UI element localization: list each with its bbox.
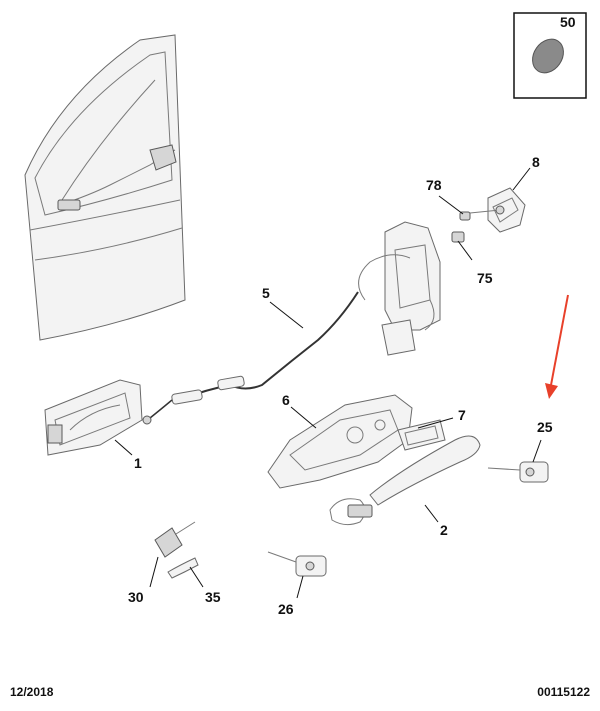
- callout-75: 75: [477, 270, 493, 286]
- part-75-screw: [451, 231, 465, 243]
- part-35-key-blade: [167, 557, 199, 579]
- callout-6: 6: [282, 392, 290, 408]
- part-30-key: [154, 521, 196, 558]
- plug-icon: [532, 38, 564, 74]
- door-lock-mechanism: [358, 221, 441, 356]
- part-50-plug-box: [513, 12, 587, 99]
- part-6-handle-bracket: [267, 394, 413, 489]
- callout-7: 7: [458, 407, 466, 423]
- callout-50: 50: [560, 14, 576, 30]
- callout-8: 8: [532, 154, 540, 170]
- part-5-cable: [142, 291, 359, 425]
- callout-35: 35: [205, 589, 221, 605]
- footer-date: 12/2018: [10, 685, 54, 699]
- callout-1: 1: [134, 455, 142, 471]
- door-illustration: [24, 34, 186, 341]
- part-25-lock-cylinder: [487, 461, 549, 483]
- part-26-lock-cylinder: [267, 551, 327, 577]
- callout-78: 78: [426, 177, 442, 193]
- leader-lines: [114, 167, 542, 599]
- callout-25: 25: [537, 419, 553, 435]
- part-7-seal: [397, 419, 446, 451]
- callout-2: 2: [440, 522, 448, 538]
- highlight-arrow-icon: [545, 294, 569, 399]
- part-2-exterior-handle: [329, 435, 481, 526]
- callout-5: 5: [262, 285, 270, 301]
- part-8-striker: [469, 187, 526, 233]
- footer-reference: 00115122: [537, 685, 590, 699]
- callout-30: 30: [128, 589, 144, 605]
- part-1-interior-handle: [44, 379, 143, 456]
- callout-26: 26: [278, 601, 294, 617]
